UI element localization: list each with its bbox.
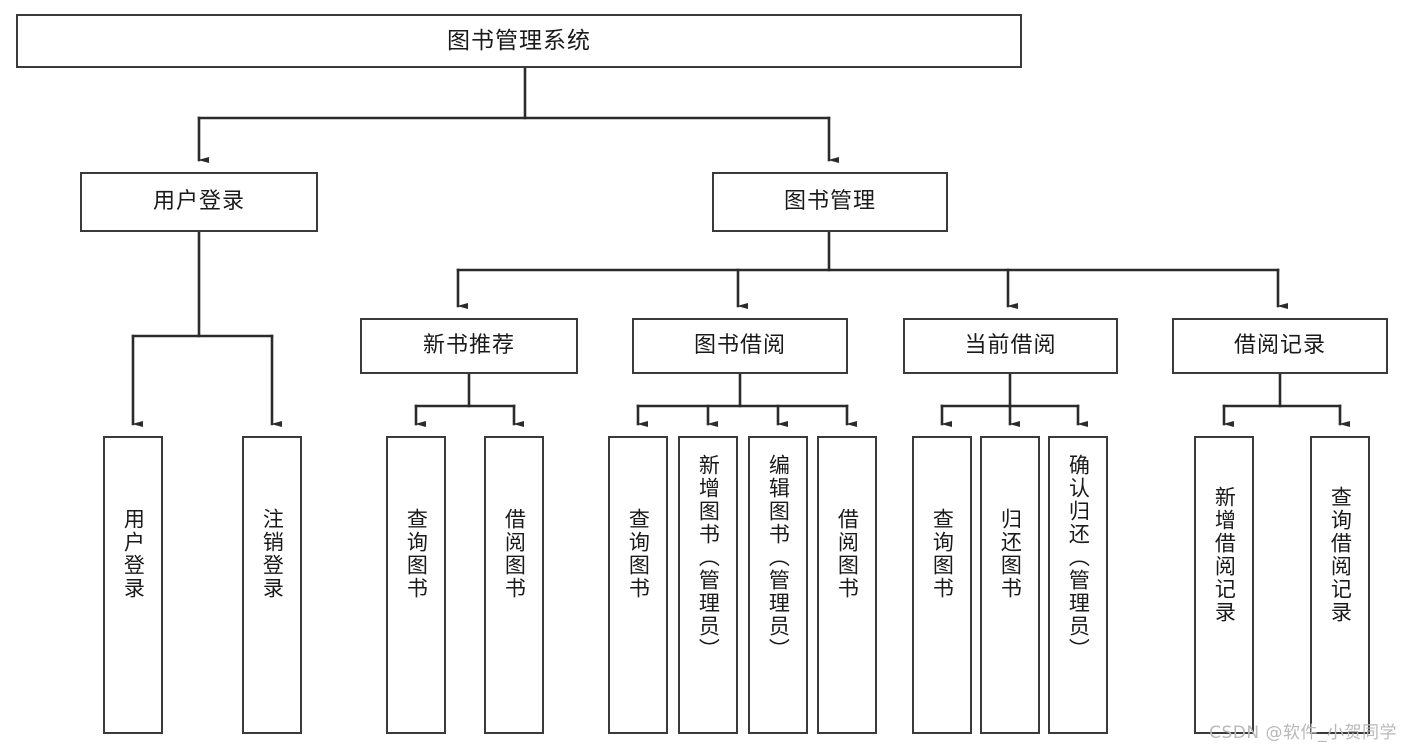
node-label: 当前借阅 xyxy=(964,333,1057,358)
leaf-user-login-login[interactable]: 用户登录 xyxy=(103,436,163,734)
node-label: 新增图书（管理员） xyxy=(696,454,721,661)
node-label: 图书管理系统 xyxy=(447,27,591,54)
node-label: 借阅图书 xyxy=(502,508,527,600)
node-label: 新书推荐 xyxy=(422,333,515,358)
node-book-management[interactable]: 图书管理 xyxy=(712,172,948,232)
leaf-user-login-logout[interactable]: 注销登录 xyxy=(242,436,302,734)
node-new-book-recommend[interactable]: 新书推荐 xyxy=(360,318,578,374)
leaf-current-borrow-query-book[interactable]: 查询图书 xyxy=(912,436,972,734)
node-borrow-record[interactable]: 借阅记录 xyxy=(1172,318,1388,374)
node-label: 确认归还（管理员） xyxy=(1066,454,1091,661)
node-label: 查询图书 xyxy=(626,508,651,600)
csdn-watermark: CSDN @软件_小贺同学 xyxy=(1209,723,1397,743)
node-label: 查询图书 xyxy=(930,508,955,600)
leaf-current-borrow-return-book[interactable]: 归还图书 xyxy=(980,436,1040,734)
leaf-borrow-record-add-record[interactable]: 新增借阅记录 xyxy=(1194,436,1254,734)
node-label: 用户登录 xyxy=(121,508,146,600)
leaf-current-borrow-confirm-return-admin[interactable]: 确认归还（管理员） xyxy=(1048,436,1108,734)
node-label: 归还图书 xyxy=(998,508,1023,600)
node-label: 用户登录 xyxy=(152,189,245,214)
node-book-borrow[interactable]: 图书借阅 xyxy=(632,318,848,374)
node-label: 图书借阅 xyxy=(693,333,786,358)
node-label: 借阅图书 xyxy=(835,508,860,600)
leaf-book-borrow-query-book[interactable]: 查询图书 xyxy=(608,436,668,734)
node-label: 图书管理 xyxy=(783,189,876,214)
node-user-login[interactable]: 用户登录 xyxy=(80,172,318,232)
node-label: 编辑图书（管理员） xyxy=(766,454,791,661)
leaf-new-book-borrow-book[interactable]: 借阅图书 xyxy=(484,436,544,734)
leaf-new-book-query-book[interactable]: 查询图书 xyxy=(386,436,446,734)
node-label: 查询借阅记录 xyxy=(1328,486,1353,624)
node-label: 借阅记录 xyxy=(1233,333,1326,358)
leaf-borrow-record-query-record[interactable]: 查询借阅记录 xyxy=(1310,436,1370,734)
node-label: 注销登录 xyxy=(260,508,285,600)
node-current-borrow[interactable]: 当前借阅 xyxy=(903,318,1118,374)
leaf-book-borrow-borrow-book[interactable]: 借阅图书 xyxy=(817,436,877,734)
leaf-book-borrow-add-book-admin[interactable]: 新增图书（管理员） xyxy=(678,436,738,734)
leaf-book-borrow-edit-book-admin[interactable]: 编辑图书（管理员） xyxy=(748,436,808,734)
node-label: 查询图书 xyxy=(404,508,429,600)
node-label: 新增借阅记录 xyxy=(1212,486,1237,624)
node-root-book-management-system[interactable]: 图书管理系统 xyxy=(16,14,1022,68)
